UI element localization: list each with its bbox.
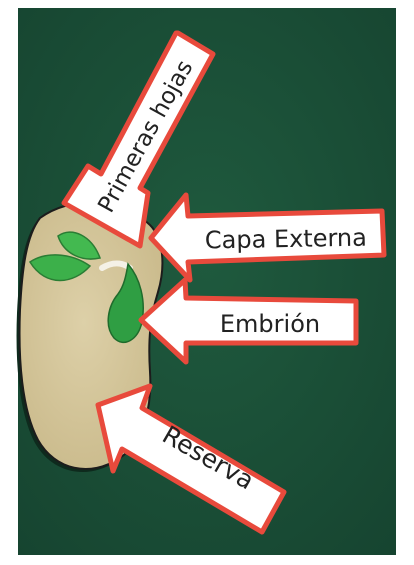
label-capa-externa: Capa Externa <box>205 224 367 255</box>
label-embrion: Embrión <box>220 310 320 338</box>
